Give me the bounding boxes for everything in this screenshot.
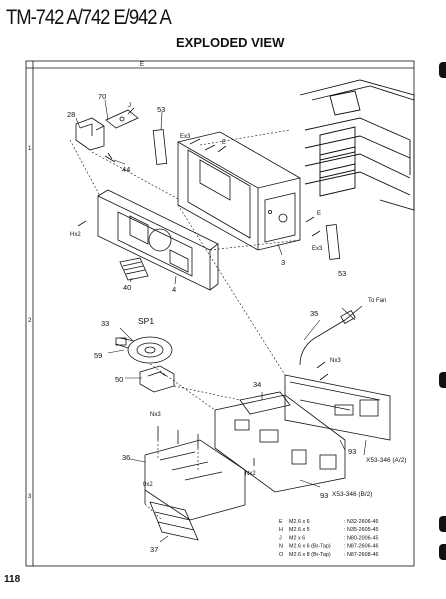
frame-labels: E 1 2 3 (28, 62, 144, 500)
legend-code: N (279, 544, 283, 550)
callout-x53-b2: X53-346 (B/2) (332, 491, 372, 498)
screw-label-nx2: Nx2 (245, 471, 256, 477)
callout-44: 44 (122, 165, 130, 174)
legend-desc: M2.6 x 6 (289, 519, 310, 525)
strip-part-53a (152, 129, 168, 165)
screw-group (77, 107, 329, 504)
callout-50: 50 (115, 375, 123, 384)
screw-label-j: J (128, 103, 131, 109)
page-subtitle: EXPLODED VIEW (176, 35, 285, 50)
shield-part-36 (144, 439, 246, 521)
callout-33: 33 (101, 319, 109, 328)
screw-legend: E M2.6 x 6 : N32-2606-46H M2.6 x 5 : N35-260… (279, 519, 378, 558)
speaker-sp1 (115, 336, 173, 364)
legend-part: : N87-2606-46 (344, 544, 378, 550)
binding-hole-mark (439, 372, 446, 388)
callout-93b: 93 (320, 491, 328, 500)
page-title: TM-742 A/742 E/942 A (6, 6, 172, 29)
callout-36: 36 (122, 453, 130, 462)
binding-hole-mark (439, 516, 446, 532)
pcb-x53-a2 (284, 374, 391, 441)
legend-code: E (279, 519, 283, 525)
leader-lines (69, 129, 301, 521)
legend-desc: M2.6 x 5 (289, 527, 310, 533)
strip-part-53b (325, 224, 341, 260)
legend-part: : N80-2006-45 (344, 535, 378, 541)
screw-label-hx2: Hx2 (70, 232, 81, 238)
plate-part-70 (105, 109, 139, 129)
legend-desc: M2.6 x 6 (Br-Tap) (289, 544, 331, 550)
legend-desc: M2 x 6 (289, 535, 305, 541)
frame-row-label-3: 3 (28, 494, 32, 500)
front-panel-part-4 (97, 189, 219, 291)
holder-part-50 (139, 365, 175, 393)
frame-row-label-1: 1 (28, 146, 32, 152)
screw-labels: J Ex3 E Hx2 E Ex3 Nx3 Nx3 Nx2 0x2 (70, 103, 341, 488)
screw-label-e1: E (222, 140, 226, 146)
pcb-x53-b2 (214, 394, 346, 493)
callout-34: 34 (253, 380, 261, 389)
page-number: 118 (4, 574, 21, 585)
flex-cable-part-34 (239, 391, 291, 415)
callout-37: 37 (150, 545, 158, 554)
diagram-frame (25, 60, 415, 567)
callout-40: 40 (123, 283, 131, 292)
legend-desc: M2.6 x 8 (Br-Tap) (289, 552, 331, 558)
fan-cable-part-35 (299, 305, 363, 366)
legend-code: H (279, 527, 283, 533)
screw-label-nx3a: Nx3 (330, 358, 341, 364)
callout-3: 3 (281, 258, 285, 267)
callout-35: 35 (310, 309, 318, 318)
callout-59: 59 (94, 351, 102, 360)
callout-to-fan: To Fan (368, 298, 386, 304)
callout-28: 28 (67, 110, 75, 119)
legend-part: : N87-2608-46 (344, 552, 378, 558)
callout-leaders (75, 99, 367, 543)
legend-part: : N35-2605-45 (344, 527, 378, 533)
screw-label-nx3b: Nx3 (150, 412, 161, 418)
frame-col-label: E (140, 62, 144, 68)
callout-x53-a2: X53-346 (A/2) (366, 457, 406, 464)
legend-code: O (279, 552, 283, 558)
callout-sp1: SP1 (138, 316, 154, 326)
legend-code: J (279, 535, 282, 541)
callout-53b: 53 (338, 269, 346, 278)
legend-part: : N32-2606-46 (344, 519, 378, 525)
screw-label-ex3b: Ex3 (312, 246, 323, 252)
pad-part-40 (119, 257, 149, 281)
bracket-part-37 (149, 501, 199, 541)
binding-hole-mark (439, 544, 446, 560)
callout-labels: 70 28 44 53 3 4 40 53 33 35 59 50 34 93 … (67, 92, 406, 554)
chassis-part-3 (177, 131, 301, 251)
callout-53a: 53 (157, 105, 165, 114)
binding-hole-mark (439, 62, 446, 78)
callout-70: 70 (98, 92, 106, 101)
housing-3d (299, 79, 415, 211)
screw-label-e2: E (317, 211, 321, 217)
callout-93a: 93 (348, 447, 356, 456)
frame-row-label-2: 2 (28, 318, 32, 324)
bracket-part-28 (75, 117, 105, 151)
screw-label-ox2: 0x2 (143, 482, 153, 488)
callout-4: 4 (172, 285, 176, 294)
screw-label-ex3a: Ex3 (180, 134, 191, 140)
